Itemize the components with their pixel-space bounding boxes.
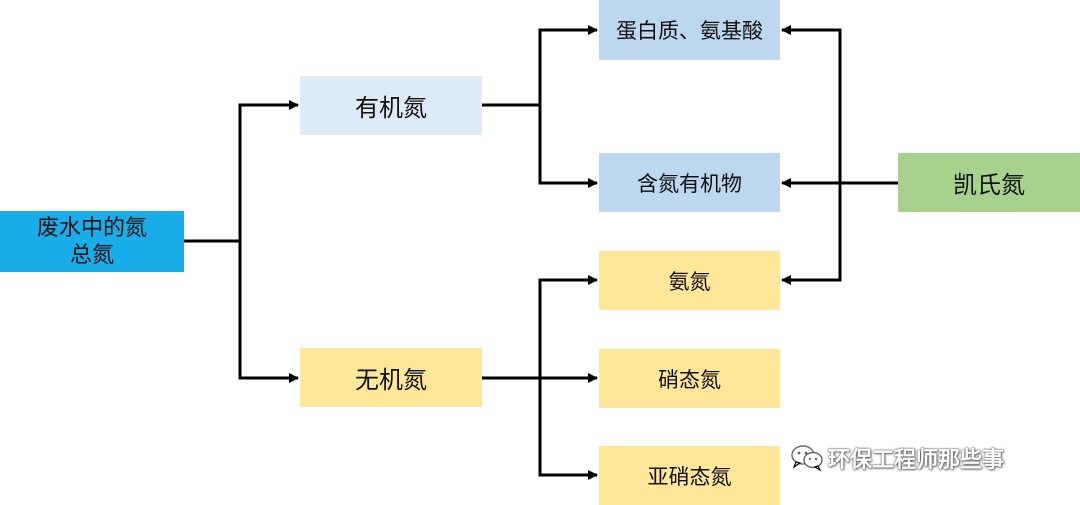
edge-inorganic-nitrite — [538, 378, 598, 480]
node-nitrogen-organics: 含氮有机物 — [599, 153, 780, 212]
edge-kjeldahl-protein — [781, 25, 842, 183]
edge-total-inorganic — [238, 241, 299, 383]
edge-inorganic-ammonia — [538, 275, 598, 378]
node-nitrogen-organics-label: 含氮有机物 — [637, 171, 742, 196]
node-inorganic-nitrogen-label: 无机氮 — [355, 366, 427, 394]
wechat-icon — [791, 445, 823, 472]
node-protein-amino-acid: 蛋白质、氨基酸 — [599, 0, 780, 60]
edge-total-organic — [238, 100, 299, 241]
node-kjeldahl-nitrogen-label: 凯氏氮 — [953, 171, 1025, 199]
node-organic-nitrogen-label: 有机氮 — [355, 94, 427, 122]
node-nitrate-nitrogen-label: 硝态氮 — [658, 367, 721, 392]
node-organic-nitrogen: 有机氮 — [300, 76, 482, 135]
node-total-nitrogen-line2: 总氮 — [69, 242, 114, 268]
edge-organic-protein — [538, 25, 598, 105]
edge-organic-ncompound — [538, 105, 598, 188]
node-ammonia-nitrogen-label: 氨氮 — [668, 269, 711, 294]
watermark-text: 环保工程师那些事 — [828, 448, 1005, 473]
node-total-nitrogen-line1: 废水中的氮 — [36, 215, 147, 241]
node-nitrite-nitrogen: 亚硝态氮 — [599, 446, 780, 505]
watermark: 环保工程师那些事 — [790, 443, 1004, 473]
node-kjeldahl-nitrogen: 凯氏氮 — [898, 153, 1080, 212]
node-nitrate-nitrogen: 硝态氮 — [599, 349, 780, 408]
node-ammonia-nitrogen: 氨氮 — [599, 251, 780, 310]
node-total-nitrogen: 废水中的氮 总氮 — [0, 211, 184, 272]
edge-kjeldahl-ammonia — [781, 183, 842, 285]
node-protein-amino-acid-label: 蛋白质、氨基酸 — [616, 19, 763, 43]
node-nitrite-nitrogen-label: 亚硝态氮 — [647, 464, 732, 489]
node-inorganic-nitrogen: 无机氮 — [300, 348, 482, 407]
